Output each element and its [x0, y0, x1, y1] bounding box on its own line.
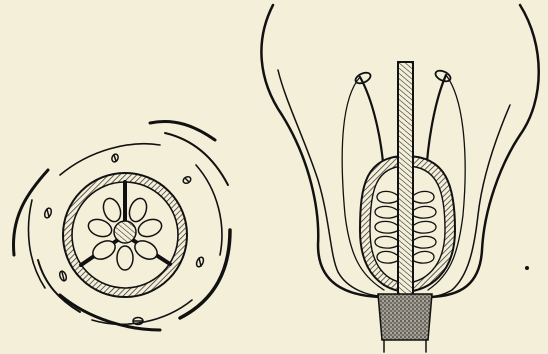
- pedicel: [384, 340, 426, 352]
- anther-right: [434, 69, 452, 84]
- anther-left: [354, 71, 372, 86]
- style-column: [398, 62, 413, 300]
- floral-longitudinal-section: [261, 5, 538, 352]
- receptacle-stipple: [378, 294, 432, 340]
- placenta-center: [114, 221, 136, 243]
- floral-cross-section: [13, 122, 230, 330]
- print-speck: [525, 266, 529, 270]
